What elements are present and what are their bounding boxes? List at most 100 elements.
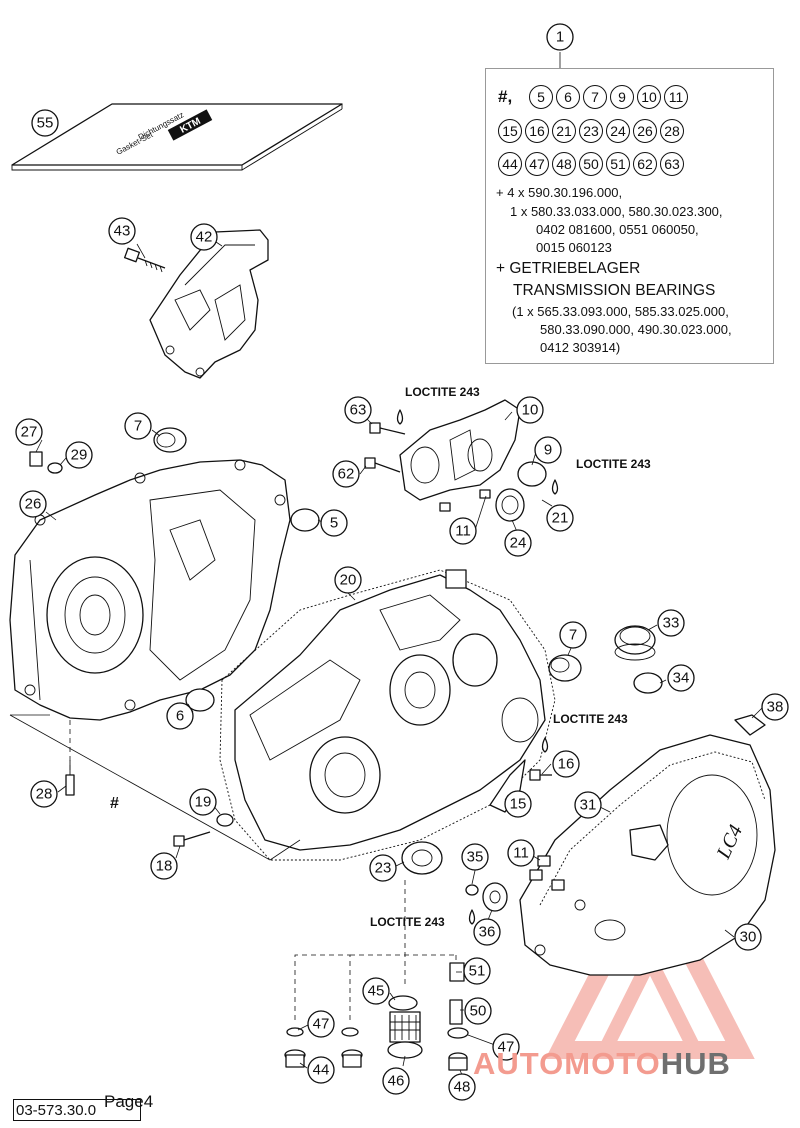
kit-line: 0412 303914) [540, 340, 621, 355]
svg-text:45: 45 [368, 983, 385, 1000]
callout-15: 15 [504, 790, 532, 818]
bearing-23 [401, 841, 443, 875]
bushing-5 [290, 508, 320, 532]
callout-18: 18 [150, 852, 178, 880]
callout-23: 23 [369, 854, 397, 882]
kit-ref: 63 [660, 152, 684, 176]
svg-text:15: 15 [510, 796, 527, 813]
callout-43: 43 [108, 217, 136, 245]
assembly-dashes [9, 714, 457, 1020]
callout-36: 36 [473, 918, 501, 946]
loctite-label: LOCTITE 243 [553, 712, 628, 726]
kit-ref: 9 [610, 85, 634, 109]
callout-48: 48 [448, 1073, 476, 1101]
o-ring-35 [465, 884, 479, 896]
loctite-label: LOCTITE 243 [576, 457, 651, 471]
bearing-24 [495, 488, 525, 522]
kit-ref: 47 [525, 152, 549, 176]
svg-text:47: 47 [498, 1039, 515, 1056]
callout-10: 10 [516, 396, 544, 424]
callout-46: 46 [382, 1067, 410, 1095]
kit-line: TRANSMISSION BEARINGS [513, 282, 716, 299]
kit-ref: 21 [552, 119, 576, 143]
svg-text:44: 44 [313, 1062, 330, 1079]
kit-row-2: 15 16 21 23 24 26 28 [498, 119, 684, 143]
svg-text:30: 30 [740, 929, 757, 946]
kit-ref: 44 [498, 152, 522, 176]
kit-ref: 51 [606, 152, 630, 176]
svg-text:51: 51 [469, 963, 486, 980]
callout-42: 42 [190, 223, 218, 251]
svg-text:11: 11 [513, 845, 529, 862]
left-crankcase-half [9, 459, 291, 721]
callout-47a: 47 [307, 1010, 335, 1038]
callout-30: 30 [734, 923, 762, 951]
bolt-18 [173, 831, 211, 847]
svg-text:9: 9 [544, 442, 552, 459]
callout-44: 44 [307, 1056, 335, 1084]
kit-ref: 48 [552, 152, 576, 176]
svg-text:31: 31 [580, 797, 597, 814]
plug-48 [448, 1052, 468, 1071]
callout-35: 35 [461, 843, 489, 871]
kit-ref: 50 [579, 152, 603, 176]
watermark-part1: AUTOMOTO [473, 1046, 661, 1081]
screw-44b [341, 1049, 363, 1068]
callout-7b: 7 [559, 621, 587, 649]
callout-21: 21 [546, 504, 574, 532]
gasket-set-card: KTM Dichtungssatz Gasket-Set [11, 103, 343, 171]
svg-text:26: 26 [25, 496, 42, 513]
callout-38: 38 [761, 693, 789, 721]
callout-11b: 11 [507, 839, 535, 867]
callout-27: 27 [15, 418, 43, 446]
clutch-cover: LC4 [519, 734, 776, 976]
loctite-drops [396, 409, 559, 925]
svg-text:7: 7 [134, 418, 142, 435]
callout-62: 62 [332, 460, 360, 488]
washer-19 [216, 813, 234, 827]
svg-text:29: 29 [71, 447, 88, 464]
sprocket-cover [149, 229, 269, 379]
svg-text:63: 63 [350, 402, 367, 419]
callout-31: 31 [574, 791, 602, 819]
svg-text:55: 55 [37, 115, 54, 132]
svg-text:7: 7 [569, 627, 577, 644]
seal-36 [482, 882, 508, 912]
o-ring-29 [47, 462, 63, 474]
svg-text:36: 36 [479, 924, 496, 941]
callout-29: 29 [65, 441, 93, 469]
kit-ref: 16 [525, 119, 549, 143]
callout-34: 34 [667, 664, 695, 692]
loctite-label: LOCTITE 243 [370, 915, 445, 929]
svg-text:43: 43 [114, 223, 131, 240]
callout-45: 45 [362, 977, 390, 1005]
callout-16: 16 [552, 750, 580, 778]
kit-ref: 10 [637, 85, 661, 109]
callout-19: 19 [189, 788, 217, 816]
bolt-62 [364, 457, 401, 473]
callout-7a: 7 [124, 412, 152, 440]
kit-line: 0402 081600, 0551 060050, [536, 222, 699, 237]
svg-text:50: 50 [470, 1003, 487, 1020]
plug-33 [614, 625, 656, 661]
kit-row-3: 44 47 48 50 51 62 63 [498, 152, 684, 176]
svg-text:11: 11 [455, 523, 471, 540]
leader-lines [35, 239, 764, 1076]
svg-text:1: 1 [556, 29, 564, 46]
watermark-part2: HUB [660, 1046, 731, 1081]
bushing-6 [185, 688, 215, 712]
callout-5: 5 [320, 509, 348, 537]
svg-text:19: 19 [195, 794, 212, 811]
bearing-9 [517, 461, 547, 487]
svg-text:33: 33 [663, 615, 680, 632]
kit-line: + 4 x 590.30.196.000, [496, 185, 623, 200]
kit-ref: 7 [583, 85, 607, 109]
o-ring-34 [633, 672, 663, 694]
retainer-15 [489, 759, 526, 813]
kit-row-prefix: #, [498, 87, 513, 106]
svg-text:20: 20 [340, 572, 357, 589]
callout-11a: 11 [449, 517, 477, 545]
kit-ref: 15 [498, 119, 522, 143]
kit-ref: 28 [660, 119, 684, 143]
